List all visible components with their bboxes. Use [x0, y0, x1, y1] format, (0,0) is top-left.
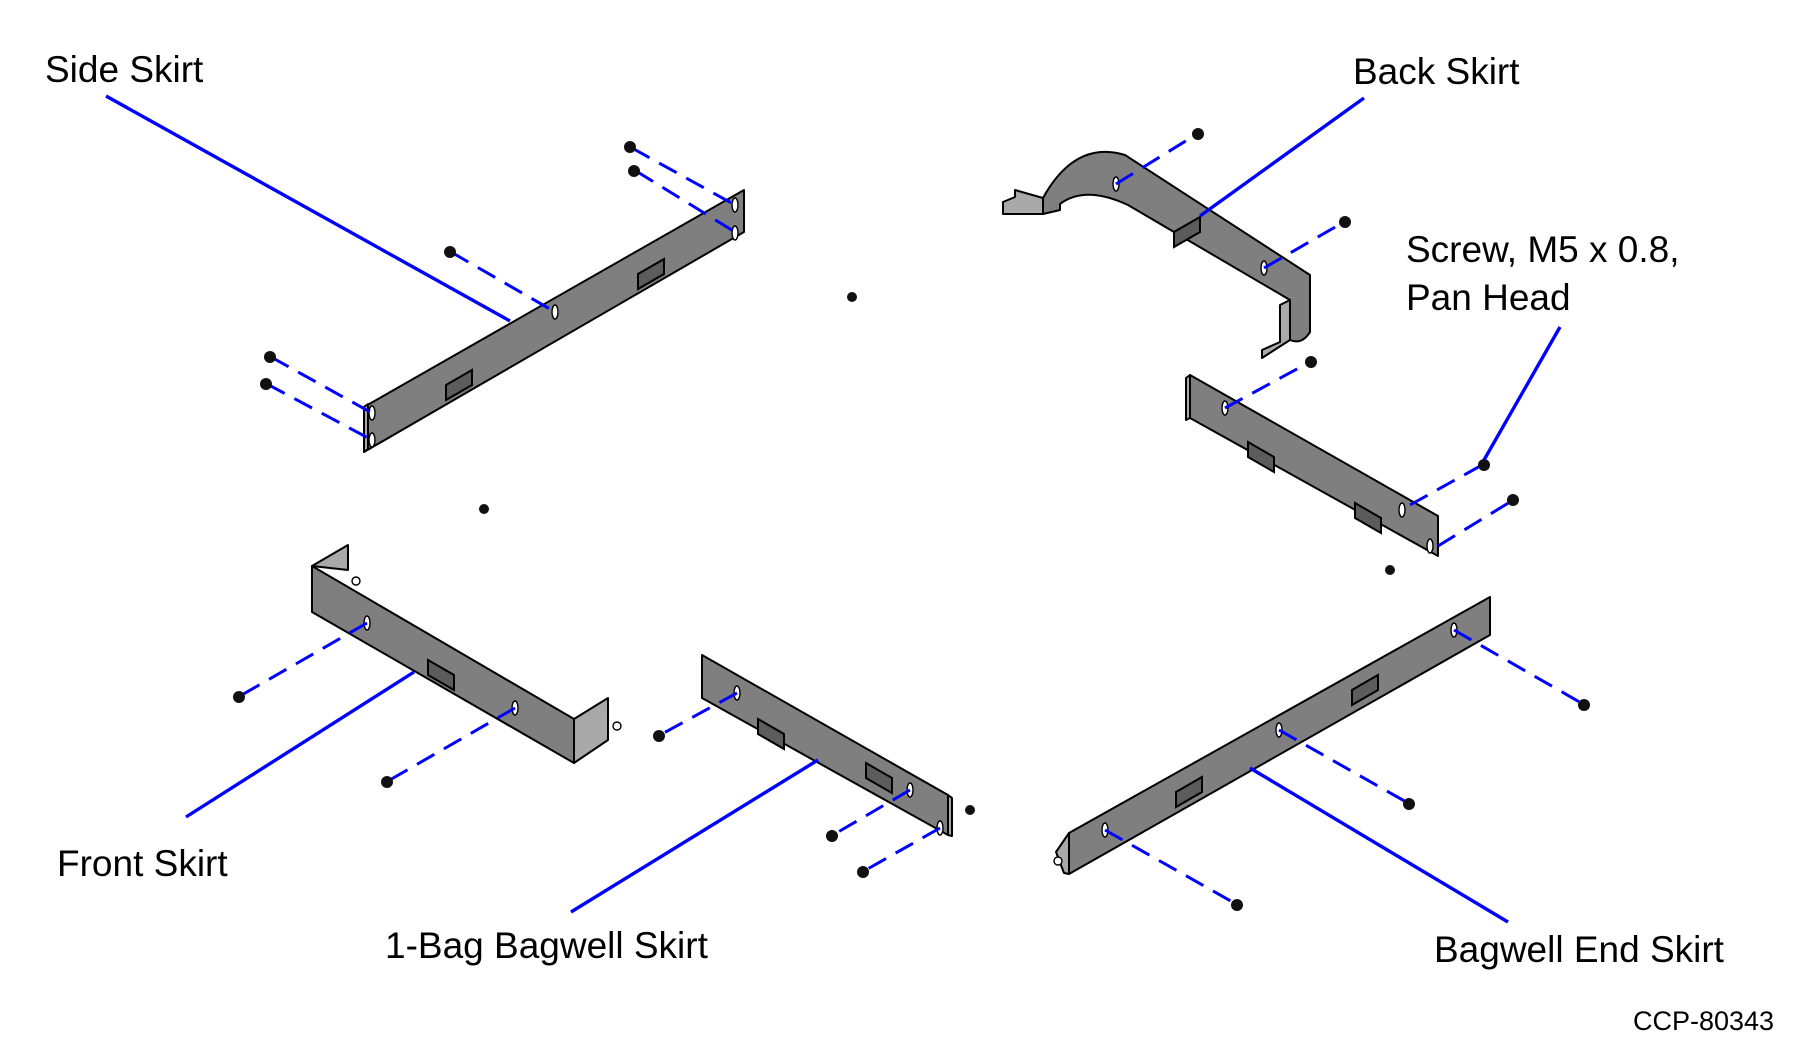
- bagwell-1bag-skirt-part: [701, 654, 953, 837]
- bagwell-1bag-leader: [570, 758, 819, 914]
- screw-leader: [1482, 326, 1562, 461]
- front-skirt-part: [311, 544, 622, 764]
- side-skirt-part: [363, 189, 745, 453]
- side-skirt-screws: [260, 141, 857, 514]
- front-skirt-screws: [233, 621, 516, 788]
- right-side-skirt-part: [1185, 374, 1439, 557]
- bagwell-end-skirt-screws: [1104, 628, 1590, 911]
- label-bagwell-end-skirt: Bagwell End Skirt: [1434, 929, 1724, 970]
- back-skirt-screws: [1115, 128, 1351, 270]
- label-screw-line1: Screw, M5 x 0.8,: [1406, 229, 1680, 270]
- bagwell-end-skirt-part: [1053, 596, 1491, 875]
- label-back-skirt: Back Skirt: [1353, 51, 1520, 92]
- back-skirt-leader: [1199, 96, 1365, 218]
- bagwell-end-leader: [1249, 766, 1509, 924]
- side-skirt-leader: [105, 94, 511, 323]
- right-side-skirt-screws: [1224, 356, 1519, 575]
- bagwell-1bag-skirt-screws: [653, 691, 975, 878]
- figure-code: CCP-80343: [1633, 1006, 1775, 1036]
- label-front-skirt: Front Skirt: [57, 843, 228, 884]
- label-bagwell-1bag-skirt: 1-Bag Bagwell Skirt: [385, 925, 708, 966]
- front-skirt-leader: [185, 670, 415, 819]
- label-side-skirt: Side Skirt: [45, 49, 204, 90]
- back-skirt-part: [1002, 150, 1311, 359]
- label-screw-line2: Pan Head: [1406, 277, 1571, 318]
